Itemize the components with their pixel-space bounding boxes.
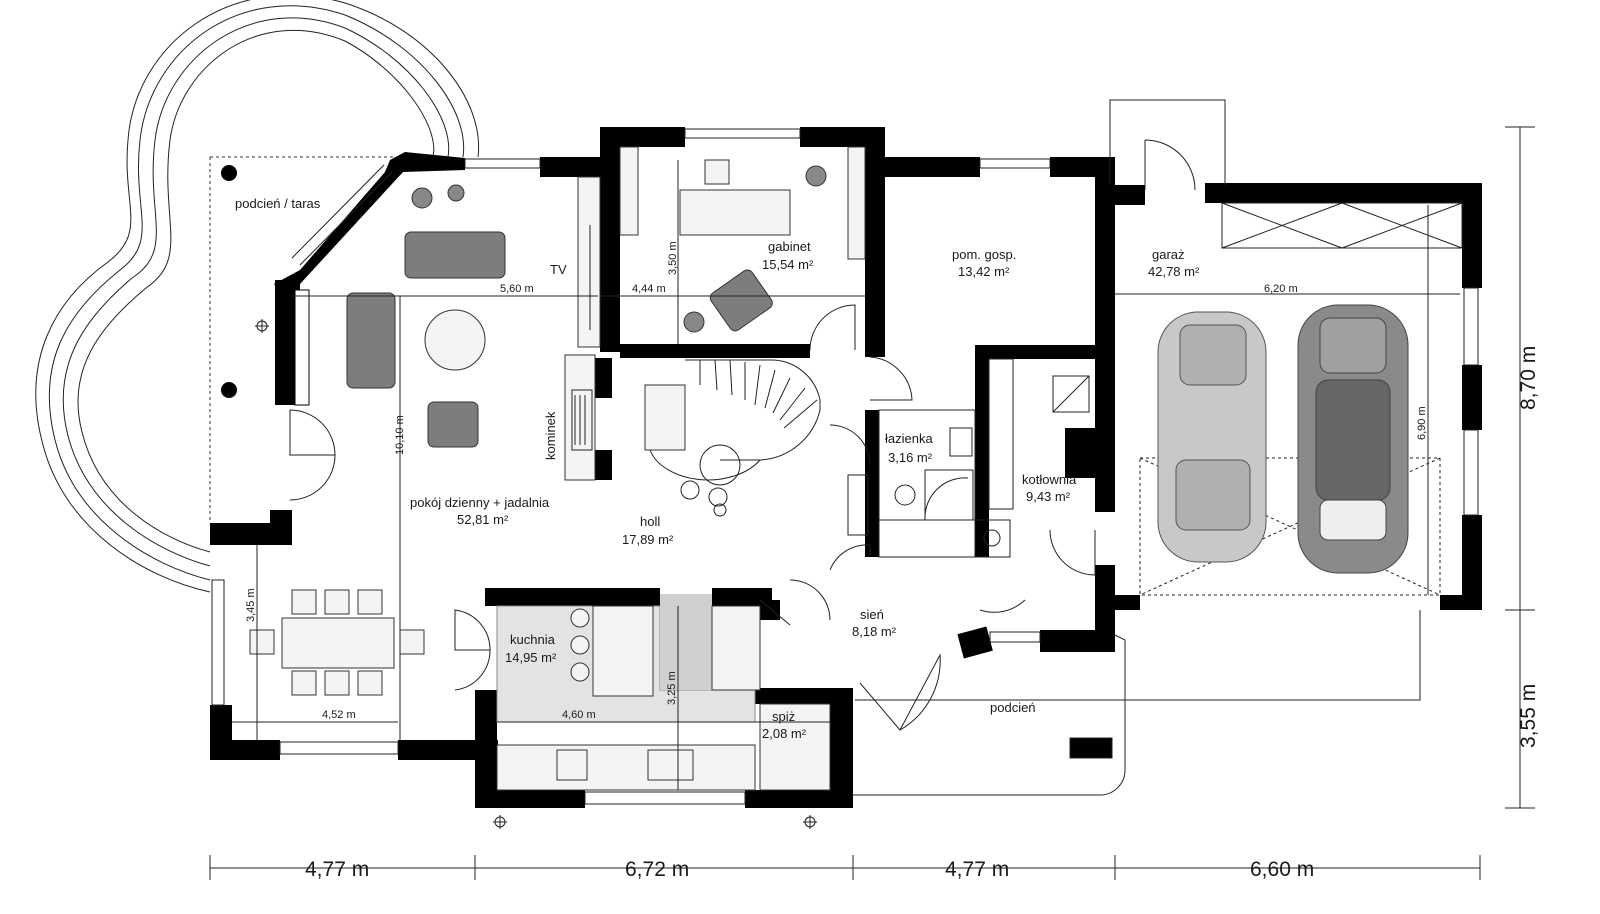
dim-bottom-1: 4,77 m (305, 858, 369, 881)
coffee-table (424, 309, 486, 371)
dim-bottom-2: 6,72 m (625, 858, 689, 881)
outer-dimensions (209, 126, 1535, 880)
dim-living-width: 5,60 m (500, 283, 534, 295)
column-marker-icon (493, 815, 817, 829)
column-marker-icon (255, 319, 269, 333)
room-area-gabinet: 15,54 m² (762, 257, 814, 272)
dim-living-depth: 10,10 m (394, 415, 406, 455)
terrace-boundary (209, 156, 400, 523)
staircase (644, 359, 821, 517)
room-label-kotlownia: kotłownia (1022, 472, 1077, 487)
room-area-sien: 8,18 m² (852, 624, 897, 639)
room-label-spiz: spiż (772, 709, 795, 724)
bathroom-fixtures (847, 409, 1011, 558)
dim-garage-depth: 6,90 m (1416, 406, 1428, 440)
dim-bottom-3: 4,77 m (945, 858, 1009, 881)
room-area-holl: 17,89 m² (622, 532, 674, 547)
front-porch (853, 634, 1126, 796)
room-label-sien: sień (860, 607, 884, 622)
kitchen (496, 594, 831, 791)
room-area-pokoj: 52,81 m² (457, 512, 509, 527)
room-label-tv: TV (550, 262, 567, 277)
dim-dining-width: 4,52 m (322, 709, 356, 721)
car-light (1157, 311, 1267, 563)
room-area-kotlownia: 9,43 m² (1026, 489, 1071, 504)
dim-kitchen-width: 4,60 m (562, 709, 596, 721)
car-dark (1297, 304, 1409, 574)
dim-overall-right-bottom: 3,55 m (1517, 684, 1540, 748)
room-label-kominek: kominek (543, 411, 558, 460)
dim-kitchen-depth: 3,25 m (666, 671, 678, 705)
room-label-garaz: garaż (1152, 247, 1185, 262)
walls (210, 127, 1482, 808)
dim-overall-right-top: 8,70 m (1517, 346, 1540, 410)
room-label-kuchnia: kuchnia (510, 632, 556, 647)
garage-side-door (1109, 99, 1226, 191)
dim-gabinet-width: 4,44 m (632, 283, 666, 295)
room-area-garaz: 42,78 m² (1148, 264, 1200, 279)
plant-icon (411, 165, 827, 333)
room-label-lazienka: łazienka (885, 431, 933, 446)
dim-bottom-4: 6,60 m (1250, 858, 1314, 881)
room-label-gabinet: gabinet (768, 239, 811, 254)
room-label-holl: holl (640, 514, 660, 529)
room-area-kuchnia: 14,95 m² (505, 650, 557, 665)
dim-garage-width: 6,20 m (1264, 283, 1298, 295)
room-label-podcien: podcień (990, 700, 1036, 715)
room-area-spiz: 2,08 m² (762, 726, 807, 741)
sofa-left (346, 292, 396, 389)
terrace-outline (35, 0, 480, 593)
windows (211, 128, 1479, 805)
terrace-column-top (221, 165, 237, 181)
dim-gabinet-depth: 3,50 m (667, 241, 679, 275)
room-label-podcien-taras: podcień / taras (235, 196, 321, 211)
dining-set (249, 589, 425, 696)
sofa-top (404, 231, 506, 279)
fireplace (564, 354, 596, 481)
dimension-lines (232, 160, 1460, 790)
room-area-lazienka: 3,16 m² (888, 450, 933, 465)
room-area-pom-gosp: 13,42 m² (958, 264, 1010, 279)
terrace-column-bottom (221, 382, 237, 398)
doors (289, 304, 1096, 731)
boiler-room-fixtures (988, 358, 1090, 510)
gabinet-desk (619, 146, 866, 332)
tv-unit (577, 176, 601, 348)
room-label-pokoj: pokój dzienny + jadalnia (410, 495, 550, 510)
room-label-pom-gosp: pom. gosp. (952, 247, 1016, 262)
dim-dining-depth: 3,45 m (245, 588, 257, 622)
armchair (427, 401, 479, 448)
